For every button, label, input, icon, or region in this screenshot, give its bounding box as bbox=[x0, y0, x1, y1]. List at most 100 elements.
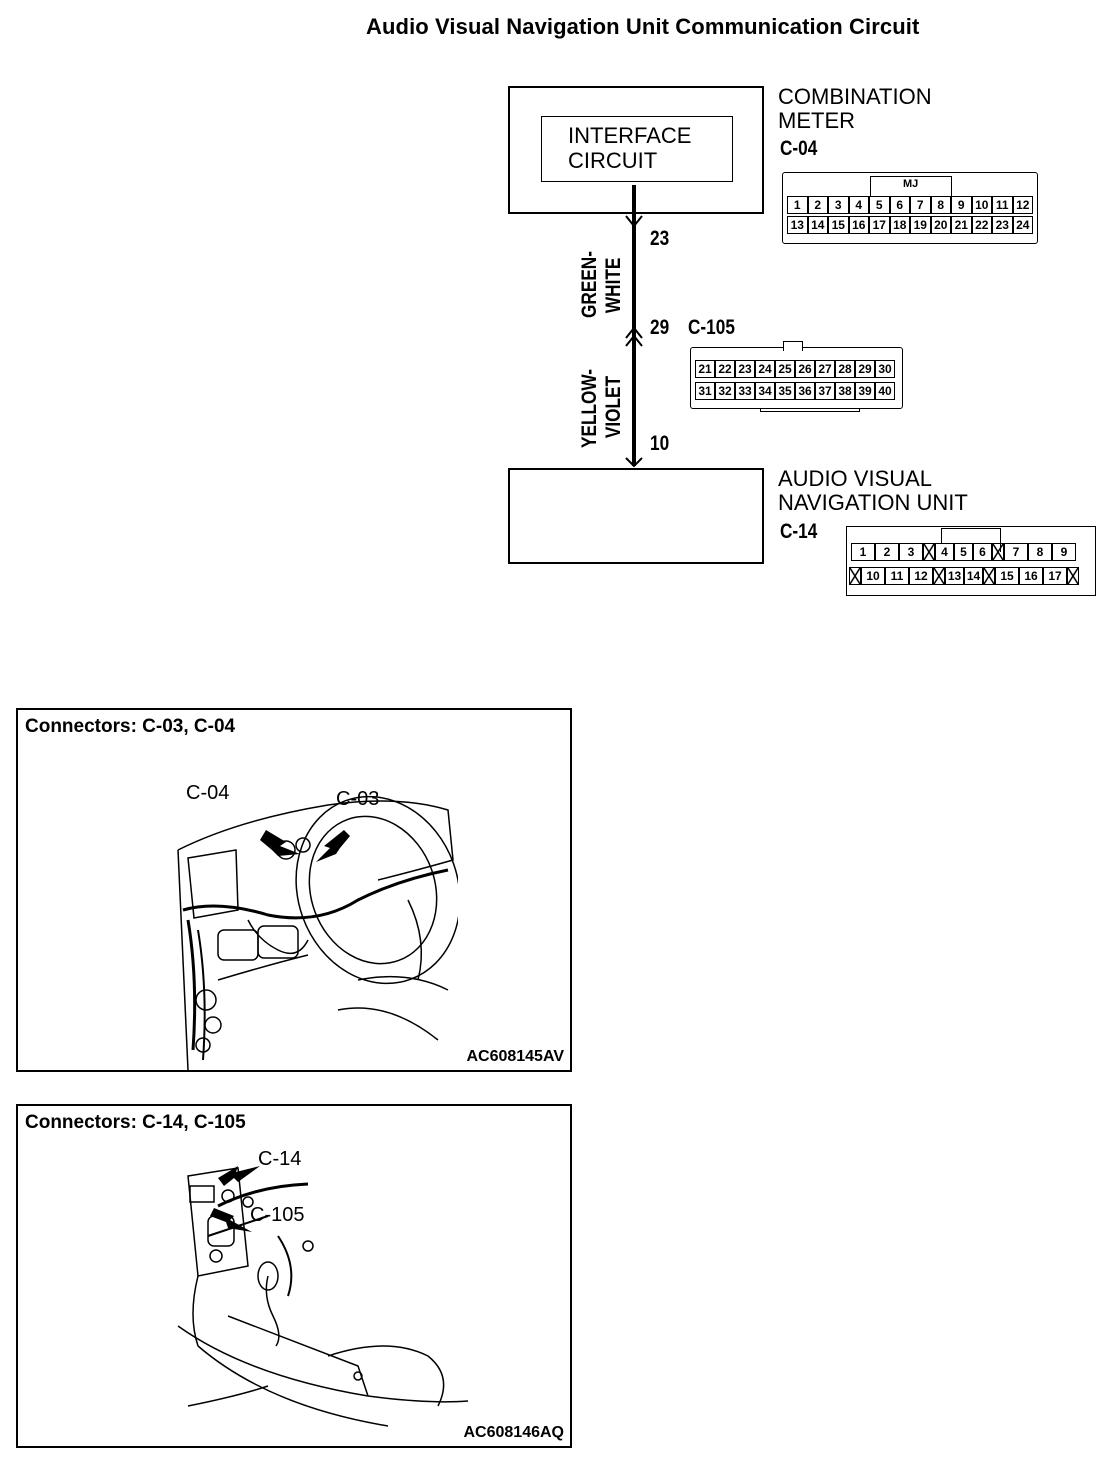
connector-pin: 13 bbox=[787, 216, 808, 234]
interface-circuit-label-1: INTERFACE bbox=[568, 123, 692, 148]
connector-pin: 27 bbox=[815, 360, 835, 378]
connector-c04-tag: MJ bbox=[903, 178, 919, 190]
connector-pin: 5 bbox=[869, 196, 890, 214]
connector-pin: 11 bbox=[992, 196, 1013, 214]
connector-pin: 5 bbox=[954, 543, 973, 561]
arrow-c04 bbox=[260, 830, 300, 856]
connector-c04-face bbox=[782, 172, 1038, 244]
connector-pin: 2 bbox=[875, 543, 899, 561]
arrow-c105 bbox=[210, 1208, 252, 1232]
panel-1-code: AC608145AV bbox=[466, 1048, 564, 1065]
combination-meter-label-1: COMBINATION bbox=[778, 84, 932, 109]
connector-pin: 34 bbox=[755, 382, 775, 400]
connector-pin: 17 bbox=[869, 216, 890, 234]
connector-c14-face bbox=[846, 526, 1096, 596]
connector-pin: 28 bbox=[835, 360, 855, 378]
terminal-23-marker bbox=[625, 215, 643, 228]
connector-pin: 22 bbox=[971, 216, 992, 234]
arrow-c03 bbox=[316, 830, 350, 862]
panel-2-code: AC608146AQ bbox=[463, 1424, 565, 1441]
connector-location-panel-2: Connectors: C-14, C-105 C-14 C bbox=[16, 1104, 572, 1448]
connector-pin: 33 bbox=[735, 382, 755, 400]
combination-meter-label-2: METER bbox=[778, 108, 855, 133]
connector-pin: 3 bbox=[828, 196, 849, 214]
connector-pin-empty bbox=[849, 567, 861, 585]
connector-pin: 21 bbox=[951, 216, 972, 234]
connector-pin: 21 bbox=[695, 360, 715, 378]
wire-color-lower: YELLOW- VIOLET bbox=[578, 352, 626, 448]
av-navigation-unit-box bbox=[508, 468, 764, 564]
connector-pin: 3 bbox=[899, 543, 923, 561]
wire-color-upper-2: WHITE bbox=[602, 257, 625, 314]
connector-pin: 13 bbox=[945, 567, 964, 585]
connector-pin-empty bbox=[923, 543, 935, 561]
connector-c14-latch bbox=[941, 528, 1001, 552]
connector-pin: 2 bbox=[807, 196, 828, 214]
connector-pin: 15 bbox=[828, 216, 849, 234]
connector-pin-empty bbox=[933, 567, 945, 585]
wire-color-upper: GREEN- WHITE bbox=[578, 236, 626, 318]
connector-pin: 16 bbox=[1019, 567, 1043, 585]
terminal-10-marker bbox=[625, 457, 643, 468]
connector-c14-label: C-14 bbox=[780, 520, 818, 543]
connector-pin: 4 bbox=[935, 543, 954, 561]
connector-pin: 1 bbox=[851, 543, 875, 561]
connector-pin: 9 bbox=[951, 196, 972, 214]
av-unit-label-2: NAVIGATION UNIT bbox=[778, 490, 968, 515]
interface-circuit-box bbox=[541, 116, 733, 182]
connector-pin: 29 bbox=[855, 360, 875, 378]
av-unit-label-1: AUDIO VISUAL bbox=[778, 466, 933, 491]
connector-pin: 36 bbox=[795, 382, 815, 400]
connector-pin: 16 bbox=[848, 216, 869, 234]
connector-c105-latch bbox=[783, 341, 803, 351]
connector-pin: 6 bbox=[973, 543, 992, 561]
center-console-illustration bbox=[177, 1166, 469, 1427]
connector-pin: 7 bbox=[1004, 543, 1028, 561]
interface-circuit-label-2: CIRCUIT bbox=[568, 148, 658, 173]
connector-pin: 8 bbox=[930, 196, 951, 214]
connector-pin: 39 bbox=[855, 382, 875, 400]
wire-color-upper-1: GREEN- bbox=[578, 251, 601, 318]
connector-pin: 7 bbox=[910, 196, 931, 214]
connector-pin: 37 bbox=[815, 382, 835, 400]
connector-pin: 10 bbox=[971, 196, 992, 214]
connector-pin-empty bbox=[983, 567, 995, 585]
connector-pin: 14 bbox=[964, 567, 983, 585]
connector-c105-label: C-105 bbox=[688, 316, 735, 339]
connector-pin-empty bbox=[1067, 567, 1079, 585]
connector-pin: 40 bbox=[875, 382, 895, 400]
connector-pin: 38 bbox=[835, 382, 855, 400]
connector-pin: 17 bbox=[1043, 567, 1067, 585]
connector-pin: 23 bbox=[735, 360, 755, 378]
connector-pin: 18 bbox=[889, 216, 910, 234]
dashboard-illustration bbox=[177, 795, 458, 1070]
callout-c03: C-03 bbox=[336, 788, 380, 810]
connector-pin: 25 bbox=[775, 360, 795, 378]
connector-pin: 8 bbox=[1028, 543, 1052, 561]
connector-pin: 26 bbox=[795, 360, 815, 378]
connector-pin: 24 bbox=[1012, 216, 1033, 234]
combination-meter-box bbox=[508, 86, 764, 214]
page-title: Audio Visual Navigation Unit Communicati… bbox=[366, 14, 920, 39]
connector-c105-tab bbox=[760, 408, 860, 412]
connector-pin: 20 bbox=[930, 216, 951, 234]
connector-pin: 9 bbox=[1052, 543, 1076, 561]
connector-pin: 15 bbox=[995, 567, 1019, 585]
panel-1-title: Connectors: C-03, C-04 bbox=[25, 716, 236, 737]
connector-pin: 35 bbox=[775, 382, 795, 400]
connector-pin: 10 bbox=[861, 567, 885, 585]
connector-location-panel-1: Connectors: C-03, C-04 bbox=[16, 708, 572, 1072]
arrow-c14 bbox=[218, 1166, 260, 1186]
terminal-29-marker-top bbox=[625, 326, 643, 339]
wire-color-lower-1: YELLOW- bbox=[578, 368, 601, 448]
pin-29-label: 29 bbox=[650, 316, 670, 339]
pin-23-label: 23 bbox=[650, 227, 670, 250]
connector-c04-latch bbox=[870, 176, 952, 196]
panel-2-title: Connectors: C-14, C-105 bbox=[25, 1112, 246, 1133]
